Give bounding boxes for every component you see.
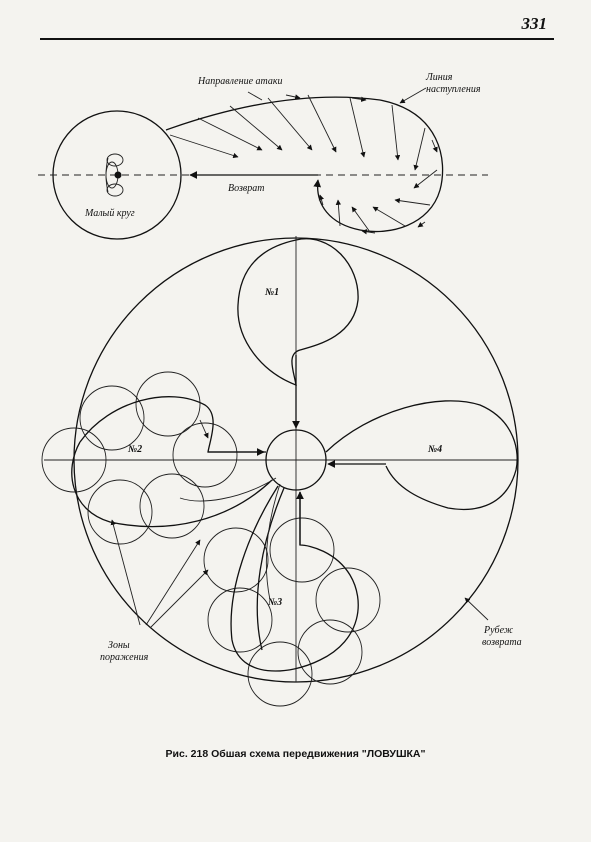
top-scheme: Направление атаки Линия наступления Возв…: [38, 72, 488, 240]
route-4: [325, 400, 518, 511]
route-3: [230, 485, 359, 672]
attack-direction-label: Направление атаки: [197, 76, 283, 87]
attack-arrows: [169, 94, 438, 233]
kill-zone-circles: [41, 371, 381, 707]
small-circle-label: Малый круг: [84, 208, 135, 219]
kill-zone-pointer-2: [145, 539, 201, 626]
return-label: Возврат: [228, 183, 264, 194]
figure-caption: Рис. 218 Обшая схема передвижения "ЛОВУШ…: [165, 748, 426, 760]
kill-zone-pointer-3: [149, 569, 209, 629]
return-boundary-pointer: [464, 597, 489, 621]
route-1-label: №1: [264, 287, 279, 298]
loop-arrows: [285, 94, 438, 235]
fighter-figure: [105, 153, 124, 197]
return-boundary-label-2: возврата: [482, 637, 522, 648]
advance-line-label-2: наступления: [426, 84, 481, 95]
kill-zones-label-2: поражения: [100, 652, 149, 663]
route-2-label: №2: [127, 444, 142, 455]
page-number: 331: [521, 14, 548, 33]
return-boundary-label-1: Рубеж: [483, 625, 514, 636]
route-2: [79, 396, 266, 453]
kill-zone-pointer-1: [110, 519, 141, 626]
header-rule: [40, 38, 554, 40]
route-1: [237, 238, 359, 387]
route-3-label: №3: [267, 597, 282, 608]
center-circle: [265, 429, 327, 491]
advance-line-loop: [165, 96, 444, 233]
route-4-label: №4: [427, 444, 442, 455]
kill-zones-label-1: Зоны: [108, 640, 130, 651]
advance-line-label-1: Линия: [425, 72, 453, 83]
big-scheme: №1 №2 №3 №4 Зоны поражения Рубеж возврат…: [41, 236, 522, 707]
